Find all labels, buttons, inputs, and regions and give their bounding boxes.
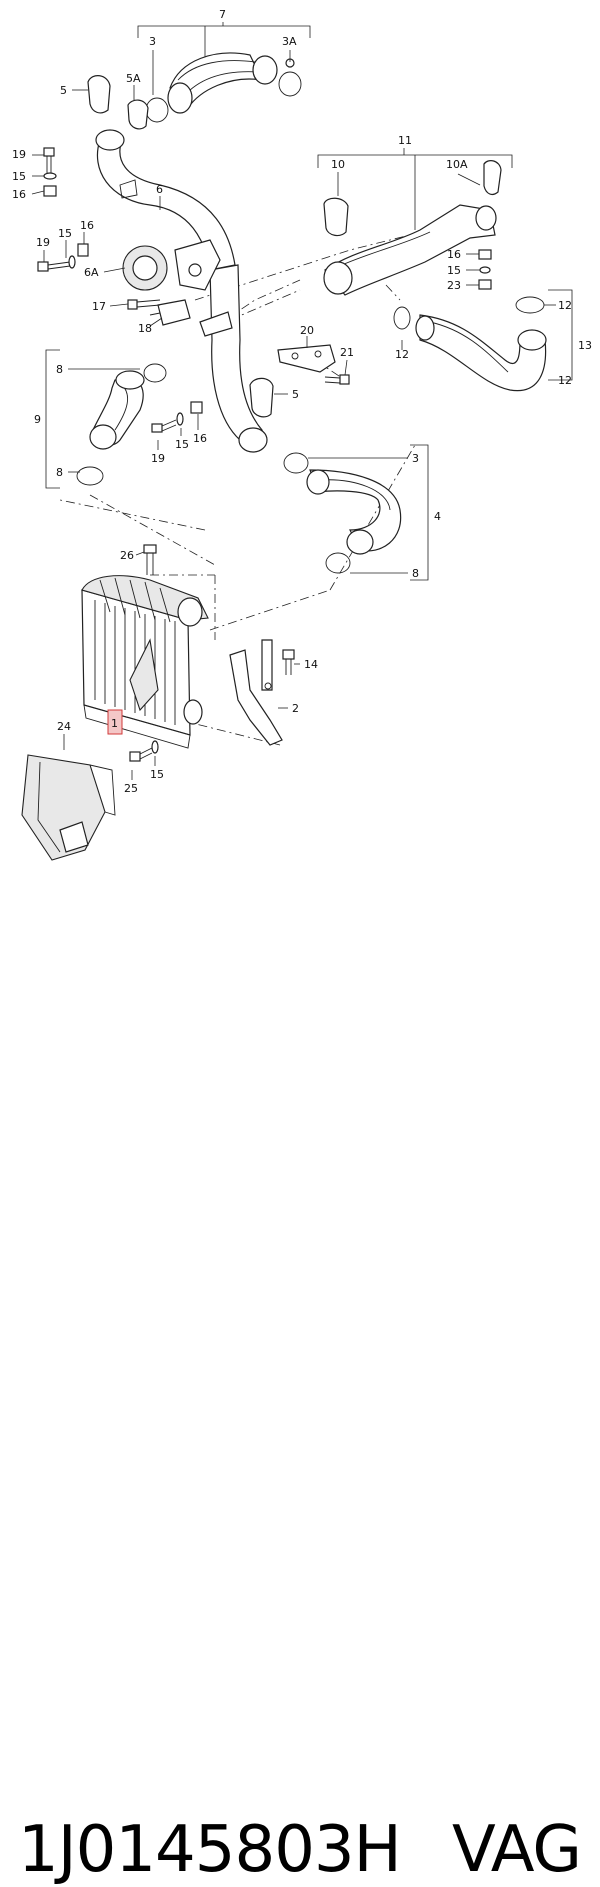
callout-21: 21 [340, 346, 354, 359]
air-duct-24 [21, 754, 116, 861]
callout-16d: 16 [193, 432, 207, 445]
callout-12b: 12 [395, 348, 409, 361]
bolt-14 [282, 649, 295, 675]
callout-19c: 19 [151, 452, 165, 465]
callout-10: 10 [331, 158, 345, 171]
group-bracket-4 [410, 444, 429, 581]
callout-10a: 10A [446, 158, 468, 171]
heat-shield-10 [323, 197, 349, 237]
callout-5a: 5A [126, 72, 141, 85]
callout-labels: 7 3 3A 5 5A 19 15 16 6 16 19 15 6A 17 18… [12, 8, 592, 795]
group-bracket-11 [317, 148, 513, 230]
brand-label: VAG [452, 1813, 582, 1887]
highlight-part-1 [107, 709, 123, 735]
part-number: 1J0145803H [18, 1813, 402, 1887]
heat-shield-10a [483, 160, 502, 196]
nut-16-top [43, 185, 57, 197]
washer-15-bottom [151, 740, 159, 754]
sensor-18 [149, 299, 191, 326]
pipe-6 [95, 129, 268, 453]
bolt-19-top [43, 147, 55, 175]
callout-2: 2 [292, 702, 299, 715]
nut-23 [478, 279, 492, 290]
callout-3: 3 [149, 35, 156, 48]
callout-15b: 15 [58, 227, 72, 240]
washer-15-top [43, 172, 57, 180]
callout-26: 26 [120, 549, 134, 562]
callout-16c: 16 [447, 248, 461, 261]
pipe-11 [323, 204, 497, 296]
bolt-25 [129, 747, 153, 762]
callout-16b: 16 [80, 219, 94, 232]
intercooler-1 [81, 575, 209, 749]
bolt-26 [143, 544, 157, 575]
callout-24: 24 [57, 720, 71, 733]
hose-9 [76, 363, 167, 486]
callout-23: 23 [447, 279, 461, 292]
callout-9: 9 [34, 413, 41, 426]
heat-shield-5a [127, 99, 149, 130]
nut-16-right [478, 249, 492, 260]
callout-17: 17 [92, 300, 106, 313]
callout-25: 25 [124, 782, 138, 795]
callout-15e: 15 [150, 768, 164, 781]
callout-16: 16 [12, 188, 26, 201]
callout-6a: 6A [84, 266, 99, 279]
bolt-19-mid [37, 261, 71, 272]
callout-15: 15 [12, 170, 26, 183]
callout-20: 20 [300, 324, 314, 337]
hose-4 [283, 452, 402, 574]
group-bracket-9 [45, 349, 60, 489]
callout-8b: 8 [56, 466, 63, 479]
clip [199, 311, 233, 337]
connector-lines [59, 234, 416, 746]
bolt-17 [127, 299, 161, 310]
heat-shield-5-top [87, 75, 111, 114]
callout-11: 11 [398, 134, 412, 147]
callout-19: 19 [12, 148, 26, 161]
caption-bar: 1J0145803H VAG [0, 905, 600, 1887]
callout-5b: 5 [292, 388, 299, 401]
callout-5: 5 [60, 84, 67, 97]
bracket-2 [229, 639, 283, 746]
callout-8a: 8 [56, 363, 63, 376]
washer-15-lower [176, 412, 184, 426]
callout-18: 18 [138, 322, 152, 335]
nut-16-lower [190, 401, 203, 414]
callout-1: 1 [111, 717, 118, 730]
callout-3c: 3 [412, 452, 419, 465]
bolt-21 [324, 374, 350, 385]
heat-shield-5-mid [249, 377, 274, 418]
callout-7: 7 [219, 8, 226, 21]
callout-14: 14 [304, 658, 318, 671]
bracket-20 [277, 344, 336, 373]
callout-4: 4 [434, 510, 441, 523]
nut-16-mid [77, 243, 89, 257]
callout-12a: 12 [558, 299, 572, 312]
callout-leaders [31, 50, 556, 780]
callout-19b: 19 [36, 236, 50, 249]
group-bracket-13 [548, 289, 573, 381]
callout-12c: 12 [558, 374, 572, 387]
callout-8c: 8 [412, 567, 419, 580]
hose-7 [145, 52, 302, 123]
flange-6a [122, 239, 221, 291]
washer-15-right [479, 266, 491, 274]
callout-3a: 3A [282, 35, 297, 48]
exploded-parts-diagram: 7 3 3A 5 5A 19 15 16 6 16 19 15 6A 17 18… [12, 8, 592, 861]
callout-6: 6 [156, 183, 163, 196]
callout-15d: 15 [175, 438, 189, 451]
group-bracket-7 [137, 22, 311, 62]
bolt-19-lower [151, 419, 177, 433]
hose-13 [393, 296, 547, 392]
callout-15c: 15 [447, 264, 461, 277]
callout-13: 13 [578, 339, 592, 352]
washer-15-mid [68, 255, 76, 269]
